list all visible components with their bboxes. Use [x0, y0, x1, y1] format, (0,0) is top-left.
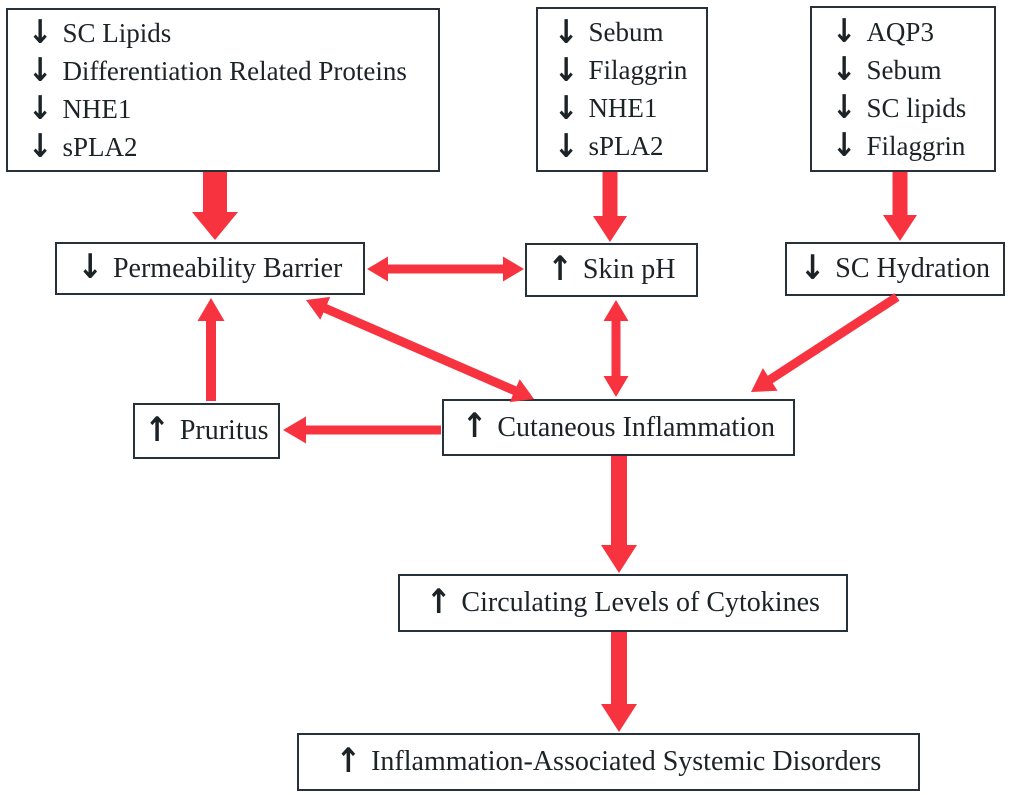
node-label: SC Hydration [835, 253, 991, 284]
node-label: Circulating Levels of Cytokines [461, 587, 820, 618]
factor-label: sPLA2 [62, 131, 138, 162]
up-arrow-icon: ↑ [144, 410, 170, 450]
factor-label: SC lipids [866, 92, 967, 123]
down-arrow-icon: ↓ [28, 51, 53, 90]
arrow-factors-mid-skin-ph [593, 172, 627, 242]
arrow-cutaneous-inflammation-circulating-cytokines [601, 456, 637, 573]
factor-label: SC Lipids [62, 17, 172, 48]
node-systemic-disorders: ↑ Inflammation-Associated Systemic Disor… [297, 733, 920, 791]
factor-item: ↓ SC lipids [832, 89, 966, 127]
arrow-cutaneous-inflammation-pruritus [283, 416, 441, 444]
factor-item: ↓ Sebum [832, 51, 941, 89]
factor-item: ↓ NHE1 [28, 90, 131, 128]
factor-item: ↓ SC Lipids [28, 14, 171, 52]
factor-item: ↓ Differentiation Related Proteins [28, 52, 407, 90]
factor-label: AQP3 [866, 16, 934, 47]
arrow-pruritus-permeability-barrier [197, 298, 225, 401]
node-permeability-barrier: ↓ Permeability Barrier [55, 242, 365, 295]
down-arrow-icon: ↓ [77, 248, 103, 288]
down-arrow-icon: ↓ [28, 13, 53, 52]
arrow-factors-left-permeability-barrier [192, 172, 238, 240]
factor-item: ↓ AQP3 [832, 13, 934, 51]
arrow-permeability-barrier-cutaneous-inflammation [306, 296, 534, 403]
down-arrow-icon: ↓ [832, 126, 857, 165]
down-arrow-icon: ↓ [554, 126, 579, 165]
arrow-sc-hydration-cutaneous-inflammation [751, 293, 900, 392]
arrow-skin-ph-cutaneous-inflammation [603, 300, 629, 397]
up-arrow-icon: ↑ [547, 249, 573, 289]
arrow-factors-right-sc-hydration [883, 172, 917, 241]
node-circulating-cytokines: ↑ Circulating Levels of Cytokines [398, 574, 848, 632]
factor-label: Filaggrin [866, 130, 966, 161]
node-factors-right: ↓ AQP3 ↓ Sebum ↓ SC lipids ↓ Filaggrin [810, 6, 996, 172]
factor-label: NHE1 [588, 93, 658, 123]
factor-label: Sebum [588, 17, 664, 47]
node-label: Skin pH [582, 254, 676, 285]
factor-item: ↓ Filaggrin [832, 127, 965, 165]
factor-item: ↓ sPLA2 [554, 128, 663, 166]
factor-item: ↓ Sebum [554, 14, 663, 52]
node-label: Pruritus [179, 415, 269, 446]
up-arrow-icon: ↑ [462, 407, 488, 447]
factor-label: sPLA2 [588, 131, 664, 161]
node-label: Permeability Barrier [112, 252, 343, 284]
factor-item: ↓ NHE1 [554, 90, 657, 128]
node-label: Inflammation-Associated Systemic Disorde… [371, 746, 882, 777]
down-arrow-icon: ↓ [554, 88, 579, 127]
node-label: Cutaneous Inflammation [497, 411, 775, 443]
node-sc-hydration: ↓ SC Hydration [785, 242, 1005, 296]
up-arrow-icon: ↑ [426, 582, 452, 622]
up-arrow-icon: ↑ [335, 741, 362, 781]
down-arrow-icon: ↓ [832, 50, 857, 89]
node-cutaneous-inflammation: ↑ Cutaneous Inflammation [442, 399, 795, 456]
factor-label: NHE1 [62, 93, 132, 124]
down-arrow-icon: ↓ [28, 127, 53, 166]
arrow-permeability-barrier-skin-ph [367, 256, 524, 282]
down-arrow-icon: ↓ [554, 12, 579, 51]
down-arrow-icon: ↓ [832, 88, 857, 127]
down-arrow-icon: ↓ [832, 12, 857, 51]
factor-label: Sebum [866, 54, 942, 85]
node-factors-mid: ↓ Sebum ↓ Filaggrin ↓ NHE1 ↓ sPLA2 [536, 7, 708, 172]
factor-item: ↓ Filaggrin [554, 52, 687, 90]
node-factors-left: ↓ SC Lipids ↓ Differentiation Related Pr… [6, 8, 440, 172]
factor-item: ↓ sPLA2 [28, 128, 137, 166]
down-arrow-icon: ↓ [799, 248, 826, 288]
down-arrow-icon: ↓ [28, 89, 53, 128]
arrow-circulating-cytokines-systemic-disorders [601, 632, 637, 732]
node-pruritus: ↑ Pruritus [133, 403, 280, 459]
factor-label: Filaggrin [588, 55, 688, 85]
node-skin-ph: ↑ Skin pH [525, 243, 698, 297]
down-arrow-icon: ↓ [554, 50, 579, 89]
factor-label: Differentiation Related Proteins [62, 55, 407, 86]
